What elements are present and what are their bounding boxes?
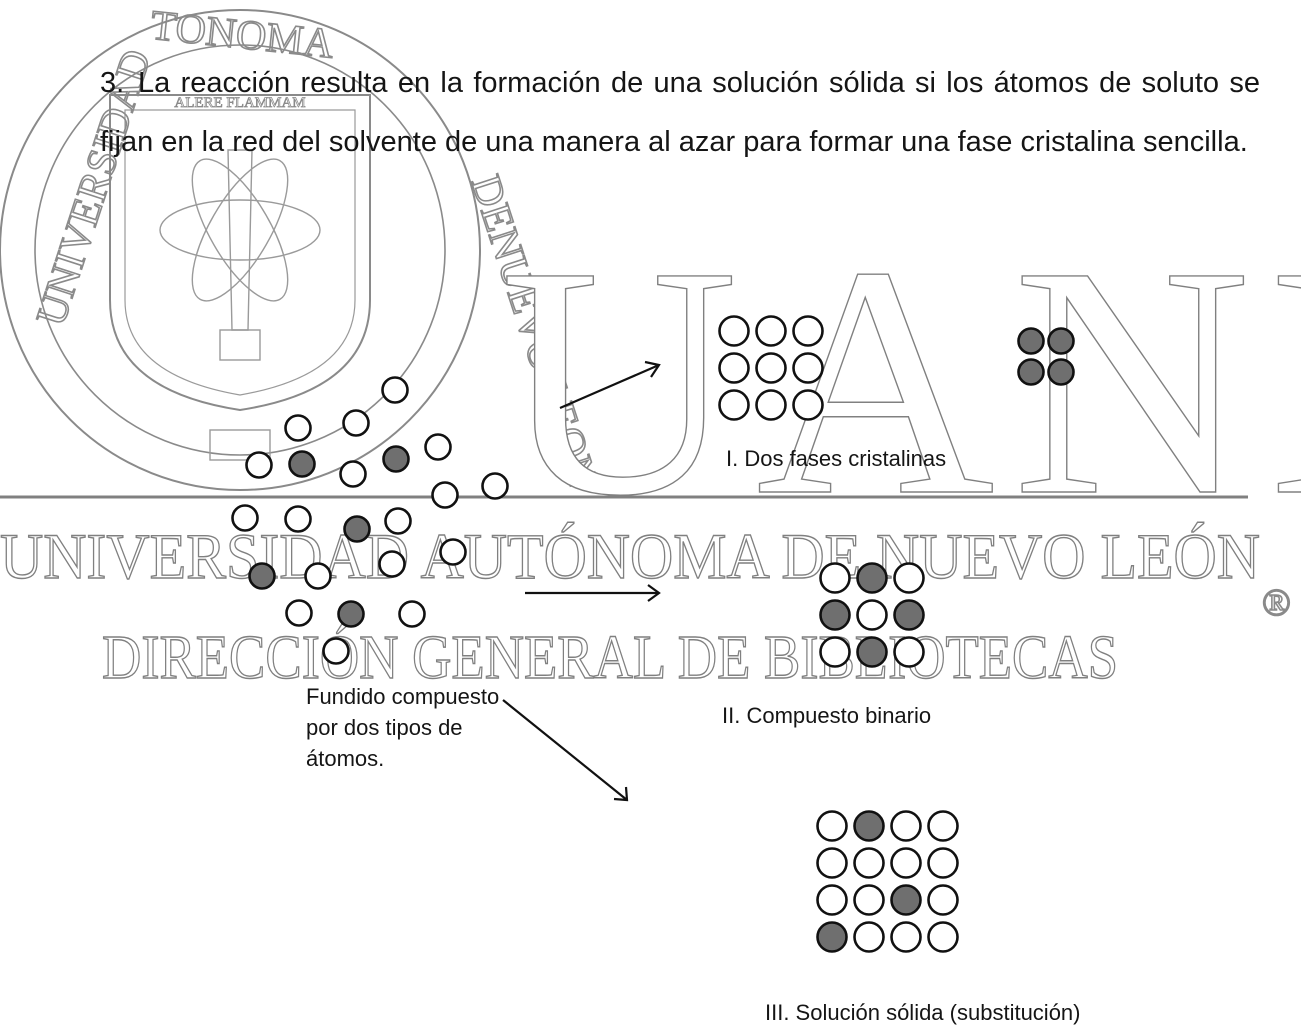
solute-atom [890, 884, 922, 916]
watermark-university: UNIVERSIDAD AUTÓNOMA DE NUEVO LEÓN [0, 521, 1260, 593]
solvent-atom [381, 376, 409, 404]
watermark-direction: DIRECCIÓN GENERAL DE BIBLIOTECAS [102, 624, 1118, 692]
solvent-atom [245, 451, 273, 479]
arrow-to-two-phases [559, 360, 661, 410]
melt-label: Fundido compuesto por dos tipos de átomo… [306, 684, 500, 771]
solvent-atom [439, 538, 467, 566]
solute-atom [1017, 358, 1045, 386]
solvent-atom [816, 847, 848, 879]
solute-atom [1047, 358, 1075, 386]
paragraph-3: 3.La reacción resulta en la formación de… [100, 54, 1260, 172]
solvent-atom [718, 352, 750, 384]
solvent-atom [853, 921, 885, 953]
solvent-atom [853, 884, 885, 916]
solvent-atom [755, 352, 787, 384]
solvent-atom [481, 472, 509, 500]
solvent-atom [853, 847, 885, 879]
solute-atom [856, 562, 888, 594]
melt-atom-cluster [231, 376, 509, 665]
solvent-atom [927, 884, 959, 916]
seal-motto: ALERE FLAMMAM [174, 95, 305, 111]
arrow-to-binary-compound [525, 584, 661, 602]
solvent-atom [893, 562, 925, 594]
lattice-pure-solute [1017, 327, 1075, 386]
label-two-phases: I. Dos fases cristalinas [726, 446, 947, 471]
solvent-atom [819, 562, 851, 594]
solvent-atom [384, 507, 412, 535]
solvent-atom [755, 315, 787, 347]
solute-atom [816, 921, 848, 953]
arrow-to-solid-solution [502, 699, 629, 802]
solvent-atom [424, 433, 452, 461]
solvent-atom [285, 599, 313, 627]
solute-atom [288, 450, 316, 478]
solvent-atom [755, 389, 787, 421]
solvent-atom [816, 884, 848, 916]
solvent-atom [893, 636, 925, 668]
solute-atom [1047, 327, 1075, 355]
solvent-atom [890, 810, 922, 842]
paragraph-text: La reacción resulta en la formación de u… [100, 67, 1260, 158]
watermark-registered: ® [1262, 582, 1291, 624]
solute-atom [337, 600, 365, 628]
solute-atom [248, 562, 276, 590]
solvent-atom [890, 921, 922, 953]
solvent-atom [792, 352, 824, 384]
watermark-uanl: UANL [500, 199, 1301, 564]
solvent-atom [304, 562, 332, 590]
solute-atom [856, 636, 888, 668]
solvent-atom [284, 414, 312, 442]
lattice-solid-solution [816, 810, 959, 953]
solvent-atom [927, 847, 959, 879]
solvent-atom [339, 460, 367, 488]
solute-atom [343, 515, 371, 543]
solvent-atom [322, 637, 350, 665]
label-binary-compound: II. Compuesto binario [722, 703, 932, 728]
label-solid-solution: III. Solución sólida (substitución) [765, 1000, 1081, 1025]
solvent-atom [792, 315, 824, 347]
solvent-atom [856, 599, 888, 631]
solvent-atom [342, 409, 370, 437]
solvent-atom [284, 505, 312, 533]
solvent-atom [718, 389, 750, 421]
solvent-atom [792, 389, 824, 421]
solute-atom [893, 599, 925, 631]
solvent-atom [927, 810, 959, 842]
solvent-atom [398, 600, 426, 628]
solvent-atom [231, 504, 259, 532]
solute-atom [819, 599, 851, 631]
solute-atom [853, 810, 885, 842]
solvent-atom [890, 847, 922, 879]
solvent-atom [431, 481, 459, 509]
solvent-atom [816, 810, 848, 842]
solvent-atom [819, 636, 851, 668]
solvent-atom [718, 315, 750, 347]
solute-atom [382, 445, 410, 473]
lattice-binary-compound [819, 562, 925, 668]
solute-atom [1017, 327, 1045, 355]
solvent-atom [927, 921, 959, 953]
paragraph-number: 3. [100, 67, 125, 99]
lattice-pure-solvent [718, 315, 824, 421]
solvent-atom [378, 550, 406, 578]
